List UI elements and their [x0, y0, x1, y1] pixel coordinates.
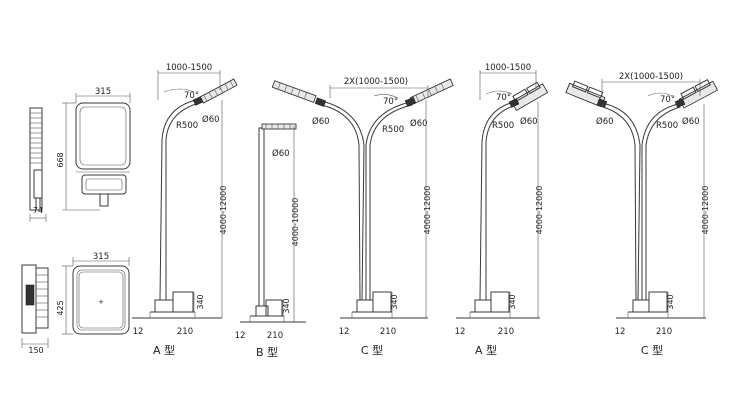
type-a1-offset: 12 — [133, 327, 144, 337]
lamp-module-top: 74 315 668 — [29, 87, 131, 222]
lamp-module-bottom: 150 + 315 425 — [21, 252, 130, 355]
type-b-base-height: 340 — [282, 298, 291, 313]
module-center-mark: + — [98, 298, 104, 306]
type-c2-base-height: 340 — [666, 294, 675, 309]
module-bottom-front-view: + — [72, 265, 130, 335]
type-a1-angle: 70° — [184, 91, 199, 101]
pole-type-c-2: 2X(1000-1500) 70° R500 Ø60 Ø60 4000-1200… — [565, 72, 719, 357]
type-a2-arm-length: 1000-1500 — [485, 63, 531, 73]
type-c1-height: 4000-12000 — [423, 186, 432, 235]
type-c1-diameter-left: Ø60 — [312, 116, 330, 127]
module-side-profile — [29, 107, 47, 222]
module-bottom-depth: 150 — [28, 346, 43, 355]
type-c1-base-height: 340 — [390, 294, 399, 309]
type-c2-label: C 型 — [641, 343, 663, 357]
type-c1-radius: R500 — [382, 125, 404, 135]
type-c2-offset: 12 — [615, 327, 626, 337]
module-top-height: 668 — [56, 152, 65, 167]
type-c1-label: C 型 — [361, 343, 383, 357]
type-c2-angle: 70° — [660, 95, 675, 105]
type-a2-base-width: 210 — [498, 327, 514, 337]
type-c1-base-width: 210 — [380, 327, 396, 337]
pole-type-a-2: 1000-1500 70° R500 Ø60 4000-12000 340 21… — [455, 63, 549, 357]
type-a1-height: 4000-12000 — [219, 186, 228, 235]
module-bottom-width: 315 — [93, 252, 109, 262]
module-front-view — [75, 102, 131, 207]
pole-type-b: Ø60 4000-10000 340 210 12 B 型 — [235, 123, 306, 359]
type-a1-diameter: Ø60 — [202, 114, 220, 125]
type-a2-angle: 70° — [496, 93, 511, 103]
type-a2-base-height: 340 — [508, 294, 517, 309]
type-c2-base-width: 210 — [656, 327, 672, 337]
type-b-base-width: 210 — [267, 331, 283, 341]
type-b-label: B 型 — [256, 345, 278, 359]
type-b-diameter: Ø60 — [272, 148, 290, 159]
module-top-depth: 74 — [33, 206, 43, 215]
module-bottom-side-profile — [21, 264, 49, 348]
type-a1-radius: R500 — [176, 121, 198, 131]
type-c1-arm-length: 2X(1000-1500) — [344, 77, 408, 87]
type-b-height: 4000-10000 — [291, 198, 300, 247]
type-b-offset: 12 — [235, 331, 246, 341]
type-a2-height: 4000-12000 — [535, 186, 544, 235]
pole-type-a-1: 1000-1500 70° R500 Ø60 4000-12000 340 21… — [132, 63, 238, 357]
type-c2-radius: R500 — [656, 121, 678, 131]
type-c1-offset: 12 — [339, 327, 350, 337]
type-c1-angle: 70° — [383, 97, 398, 107]
type-c2-arm-length: 2X(1000-1500) — [619, 72, 683, 82]
module-top-width: 315 — [95, 87, 111, 97]
type-c1-diameter-right: Ø60 — [410, 118, 428, 129]
type-a1-label: A 型 — [153, 343, 175, 357]
type-a1-base-height: 340 — [196, 294, 205, 309]
module-bottom-height: 425 — [56, 300, 65, 315]
type-a2-radius: R500 — [492, 121, 514, 131]
pole-type-c-1: 2X(1000-1500) 70° R500 Ø60 Ø60 4000-1200… — [271, 77, 454, 357]
type-a2-offset: 12 — [455, 327, 466, 337]
type-a2-label: A 型 — [475, 343, 497, 357]
type-c2-height: 4000-12000 — [701, 186, 710, 235]
type-c2-diameter-right: Ø60 — [682, 116, 700, 127]
type-a1-base-width: 210 — [177, 327, 193, 337]
type-a1-arm-length: 1000-1500 — [166, 63, 212, 73]
type-a2-diameter: Ø60 — [520, 116, 538, 127]
type-c2-diameter-left: Ø60 — [596, 116, 614, 127]
